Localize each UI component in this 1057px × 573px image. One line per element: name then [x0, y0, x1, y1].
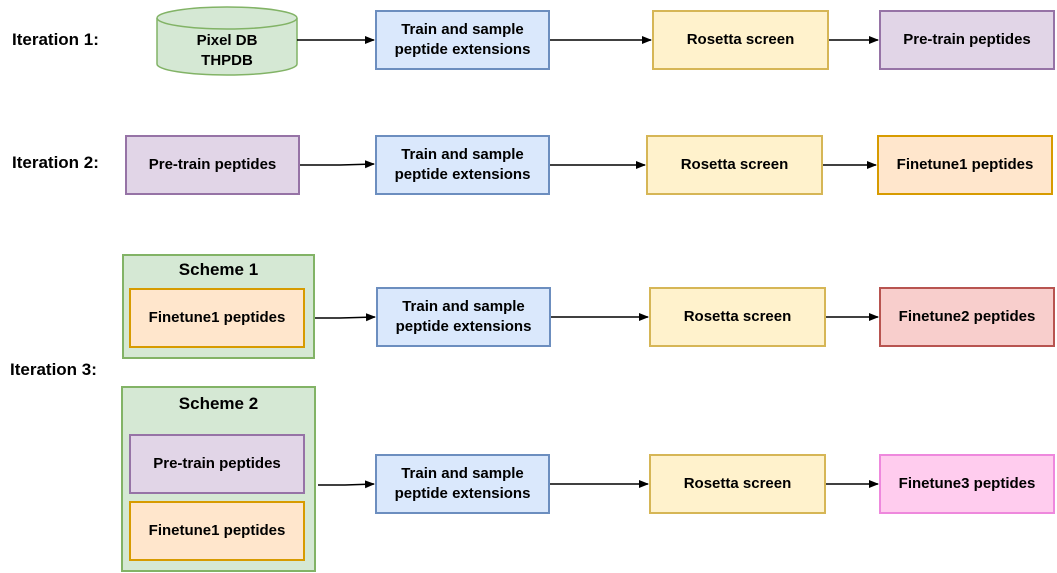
arrow: [318, 480, 375, 489]
finetune1-peptides-node-iter2: Finetune1 peptides: [877, 135, 1053, 195]
rosetta-screen-label: Rosetta screen: [686, 31, 795, 48]
rosetta-screen-label: Rosetta screen: [680, 156, 789, 173]
iteration-1-label: Iteration 1:: [12, 30, 99, 49]
train-label-line1: Train and sample: [401, 465, 524, 482]
iteration-2-label: Iteration 2:: [12, 153, 99, 172]
pretrain-peptides-label: Pre-train peptides: [153, 455, 281, 472]
finetune2-peptides-label: Finetune2 peptides: [898, 308, 1036, 325]
database-cylinder: [156, 6, 298, 76]
rosetta-screen-node-scheme2: Rosetta screen: [649, 454, 826, 514]
pretrain-peptides-label: Pre-train peptides: [903, 31, 1031, 48]
rosetta-screen-node-iter1: Rosetta screen: [652, 10, 829, 70]
train-label-line1: Train and sample: [402, 298, 525, 315]
database-label-line2: THPDB: [201, 52, 253, 69]
database-node: Pixel DB THPDB: [157, 28, 297, 74]
finetune2-peptides-node: Finetune2 peptides: [879, 287, 1055, 347]
pretrain-peptides-label: Pre-train peptides: [148, 156, 277, 173]
database-label-line1: Pixel DB: [196, 32, 258, 49]
arrow: [300, 160, 375, 169]
rosetta-screen-node-scheme1: Rosetta screen: [649, 287, 826, 347]
finetune1-peptides-label: Finetune1 peptides: [148, 522, 286, 539]
train-sample-node-scheme1: Train and sample peptide extensions: [376, 287, 551, 347]
pretrain-peptides-node-iter1: Pre-train peptides: [879, 10, 1055, 70]
arrow: [305, 313, 376, 322]
pretrain-peptides-input-scheme2: Pre-train peptides: [129, 434, 305, 494]
train-label-line1: Train and sample: [401, 21, 524, 38]
iteration-3-label: Iteration 3:: [10, 360, 97, 379]
train-label-line2: peptide extensions: [394, 41, 531, 58]
scheme-2-title: Scheme 2: [178, 394, 259, 413]
finetune3-peptides-node: Finetune3 peptides: [879, 454, 1055, 514]
train-label-line1: Train and sample: [401, 146, 524, 163]
train-sample-node-iter1: Train and sample peptide extensions: [375, 10, 550, 70]
scheme-1-title: Scheme 1: [178, 260, 259, 279]
rosetta-screen-label: Rosetta screen: [683, 475, 792, 492]
train-label-line2: peptide extensions: [394, 485, 531, 502]
finetune1-peptides-input-scheme2: Finetune1 peptides: [129, 501, 305, 561]
train-sample-node-iter2: Train and sample peptide extensions: [375, 135, 550, 195]
finetune1-peptides-label: Finetune1 peptides: [896, 156, 1034, 173]
finetune1-peptides-label: Finetune1 peptides: [148, 309, 286, 326]
finetune3-peptides-label: Finetune3 peptides: [898, 475, 1036, 492]
train-label-line2: peptide extensions: [394, 166, 531, 183]
finetune1-peptides-input-scheme1: Finetune1 peptides: [129, 288, 305, 348]
train-sample-node-scheme2: Train and sample peptide extensions: [375, 454, 550, 514]
pretrain-peptides-input-iter2: Pre-train peptides: [125, 135, 300, 195]
train-label-line2: peptide extensions: [395, 318, 532, 335]
rosetta-screen-label: Rosetta screen: [683, 308, 792, 325]
rosetta-screen-node-iter2: Rosetta screen: [646, 135, 823, 195]
